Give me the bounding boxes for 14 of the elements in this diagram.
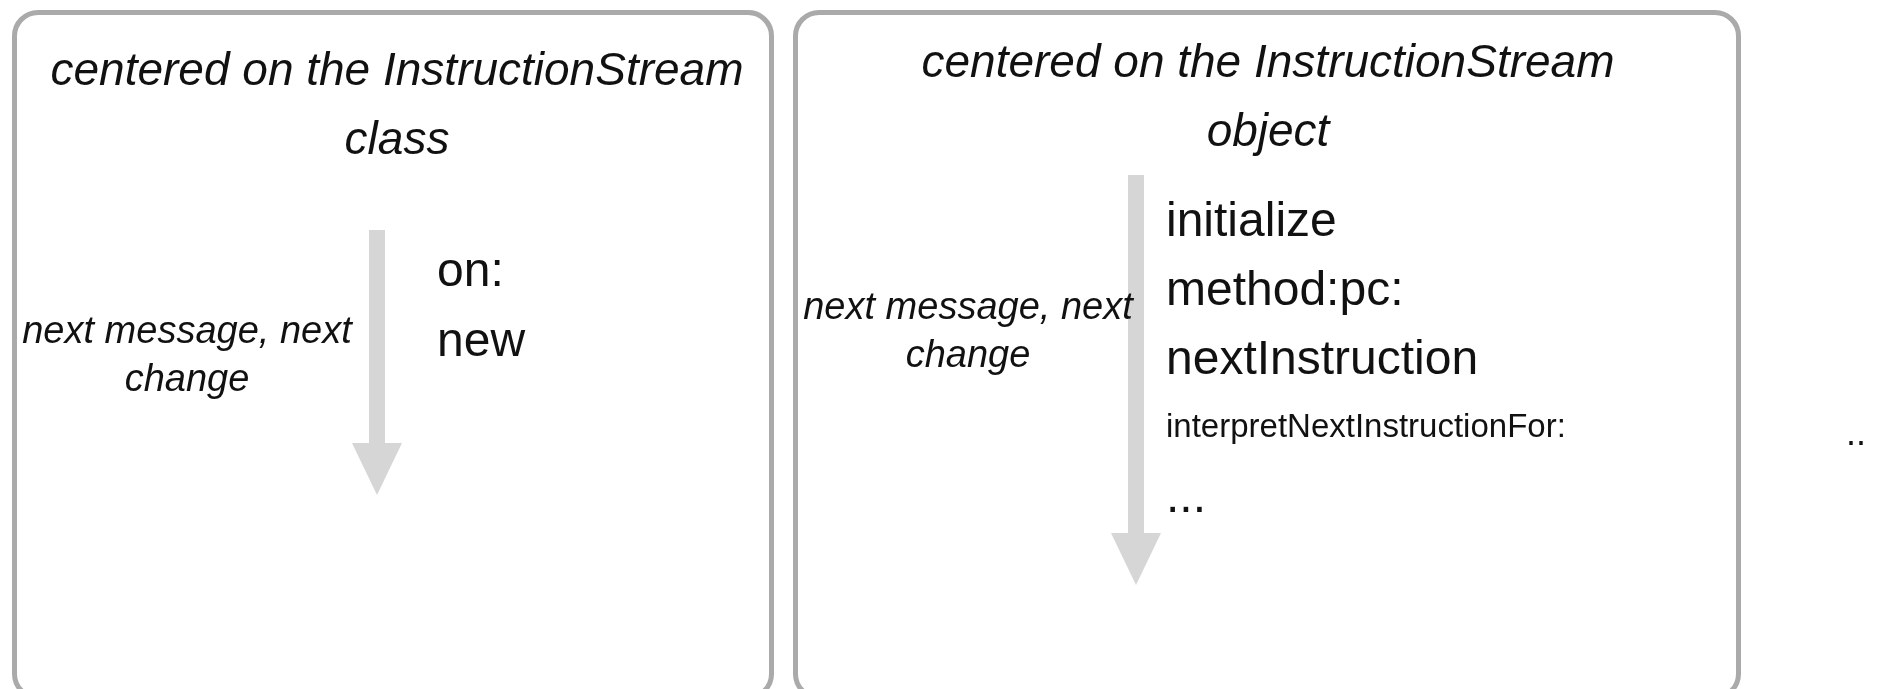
message-name: method:pc:: [1166, 261, 1404, 317]
panel: [12, 10, 774, 689]
ellipsis-text: ..: [1846, 411, 1866, 455]
message-name: nextInstruction: [1166, 330, 1479, 386]
side-note: next message, next change: [803, 284, 1133, 377]
message-name: initialize: [1166, 192, 1337, 248]
panel-heading: centered on the InstructionStream class: [49, 42, 745, 166]
message-name: on:: [437, 242, 504, 298]
panel: [793, 10, 1741, 689]
message-name: ...: [1166, 468, 1206, 524]
message-name: new: [437, 312, 526, 368]
panel-heading: centered on the InstructionStream object: [920, 34, 1616, 158]
message-name: interpretNextInstructionFor:: [1166, 406, 1566, 446]
side-note: next message, next change: [22, 308, 352, 401]
